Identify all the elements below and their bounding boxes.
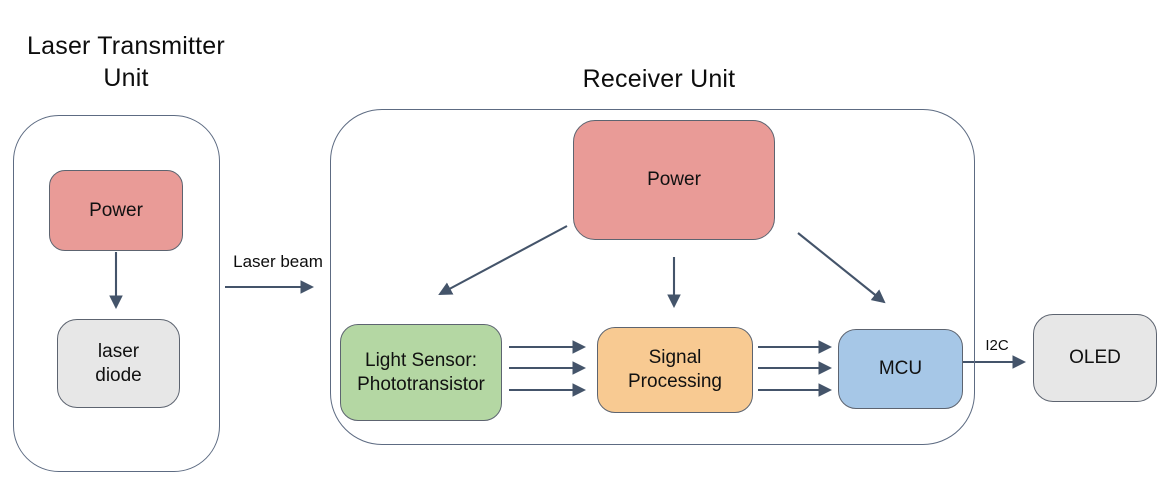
receiver-power-box: Power — [573, 120, 775, 240]
light-sensor-label: Light Sensor: Phototransistor — [357, 349, 485, 395]
mcu-label: MCU — [878, 358, 923, 380]
laser-beam-label: Laser beam — [233, 252, 323, 271]
oled-box: OLED — [1033, 314, 1157, 402]
transmitter-unit-title: Laser Transmitter Unit — [27, 32, 225, 92]
laser-diode-label: laser diode — [95, 340, 142, 386]
i2c-label: I2C — [985, 337, 1009, 354]
receiver-unit-title: Receiver Unit — [582, 65, 736, 93]
light-sensor-box: Light Sensor: Phototransistor — [340, 324, 502, 421]
receiver-power-label: Power — [647, 169, 701, 191]
oled-label: OLED — [1069, 347, 1121, 369]
receiver-unit-container — [330, 109, 975, 445]
mcu-box: MCU — [838, 329, 963, 409]
transmitter-unit-container — [13, 115, 220, 472]
signal-processing-label: Signal Processing — [628, 347, 722, 392]
signal-processing-box: Signal Processing — [597, 327, 753, 413]
transmitter-power-box: Power — [49, 170, 183, 251]
laser-diode-box: laser diode — [57, 319, 180, 408]
transmitter-power-label: Power — [89, 199, 143, 221]
